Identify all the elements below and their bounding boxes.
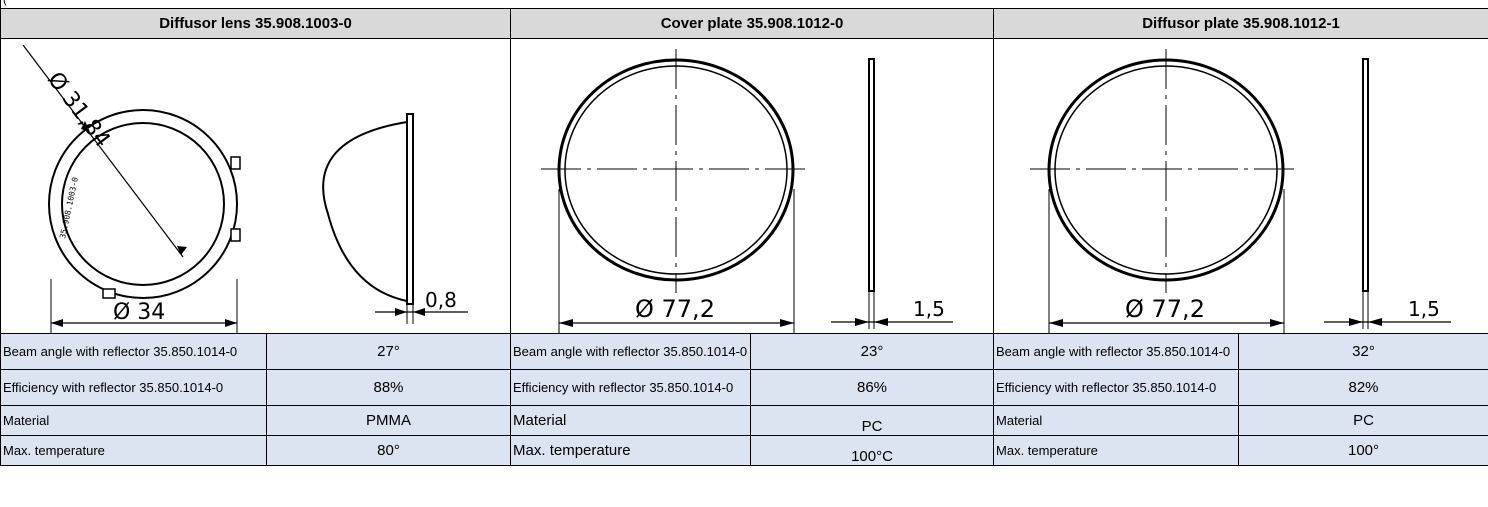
cover-plate-diameter-label: Ø 77,2 <box>635 295 715 323</box>
diffusor-lens-technical-drawing: Ø 31,84 35.908.1003-0 Ø 34 0,8 <box>22 44 468 333</box>
row-label: Material <box>510 405 752 436</box>
product-title-diffusor-lens: Diffusor lens 35.908.1003-0 <box>0 8 512 39</box>
row-label: Material <box>993 405 1240 436</box>
row-value: 86% <box>750 369 995 406</box>
row-label: Material <box>0 405 267 436</box>
row-label: Max. temperature <box>993 435 1240 466</box>
product-spec-table: Diffusor lens 35.908.1003-0 Cover plate … <box>0 8 1488 466</box>
diffusor-plate-thickness-label: 1,5 <box>1408 297 1440 321</box>
row-value: 88% <box>265 369 512 406</box>
diameter-leader-line <box>22 44 184 258</box>
row-label: Max. temperature <box>0 435 267 466</box>
diameter-bottom-label: Ø 34 <box>113 300 165 325</box>
diffusor-lens-drawing-cell: Ø 31,84 35.908.1003-0 Ø 34 0,8 <box>0 38 512 334</box>
diffusor-plate-diameter-label: Ø 77,2 <box>1125 295 1205 323</box>
beam-angle-row: Beam angle with reflector 35.850.1014-0 … <box>0 333 1488 370</box>
top-note: ( <box>3 0 7 6</box>
row-label: Beam angle with reflector 35.850.1014-0 <box>0 333 267 370</box>
product-title-diffusor-plate: Diffusor plate 35.908.1012-1 <box>993 8 1488 39</box>
cut-off-note: ( <box>0 0 1488 8</box>
row-value: 80° <box>265 435 512 466</box>
diffusor-plate-drawing-cell: Ø 77,2 1,5 <box>993 38 1488 334</box>
row-value: PC <box>750 405 995 436</box>
max-temperature-row: Max. temperature 80° Max. temperature 10… <box>0 435 1488 466</box>
header-row: Diffusor lens 35.908.1003-0 Cover plate … <box>0 8 1488 39</box>
row-value: 82% <box>1238 369 1488 406</box>
row-value: 100°C <box>750 435 995 466</box>
cover-plate-side-profile <box>868 58 876 292</box>
row-label: Beam angle with reflector 35.850.1014-0 <box>993 333 1240 370</box>
lens-thickness-label: 0,8 <box>425 288 457 312</box>
row-label: Efficiency with reflector 35.850.1014-0 <box>993 369 1240 406</box>
row-value: 23° <box>750 333 995 370</box>
row-value: PC <box>1238 405 1488 436</box>
diffusor-plate-side-profile <box>1362 58 1370 292</box>
efficiency-row: Efficiency with reflector 35.850.1014-0 … <box>0 369 1488 406</box>
lens-outer-ring <box>48 109 238 299</box>
drawing-row: Ø 31,84 35.908.1003-0 Ø 34 0,8 <box>0 38 1488 334</box>
lens-side-profile <box>322 120 408 303</box>
row-label: Beam angle with reflector 35.850.1014-0 <box>510 333 752 370</box>
cover-plate-technical-drawing: Ø 77,2 1,5 <box>541 49 954 333</box>
row-value: 32° <box>1238 333 1488 370</box>
row-value: 100° <box>1238 435 1488 466</box>
material-row: Material PMMA Material PC Material PC <box>0 405 1488 436</box>
product-title-cover-plate: Cover plate 35.908.1012-0 <box>510 8 995 39</box>
row-label: Efficiency with reflector 35.850.1014-0 <box>0 369 267 406</box>
row-value: PMMA <box>265 405 512 436</box>
cover-plate-drawing-cell: Ø 77,2 1,5 <box>510 38 995 334</box>
row-label: Efficiency with reflector 35.850.1014-0 <box>510 369 752 406</box>
lens-inner-ring <box>61 122 225 286</box>
diffusor-plate-technical-drawing: Ø 77,2 1,5 <box>1030 49 1452 333</box>
diameter-top-label: Ø 31,84 <box>42 68 115 153</box>
cover-plate-thickness-label: 1,5 <box>913 297 945 321</box>
row-value: 27° <box>265 333 512 370</box>
row-label: Max. temperature <box>510 435 752 466</box>
